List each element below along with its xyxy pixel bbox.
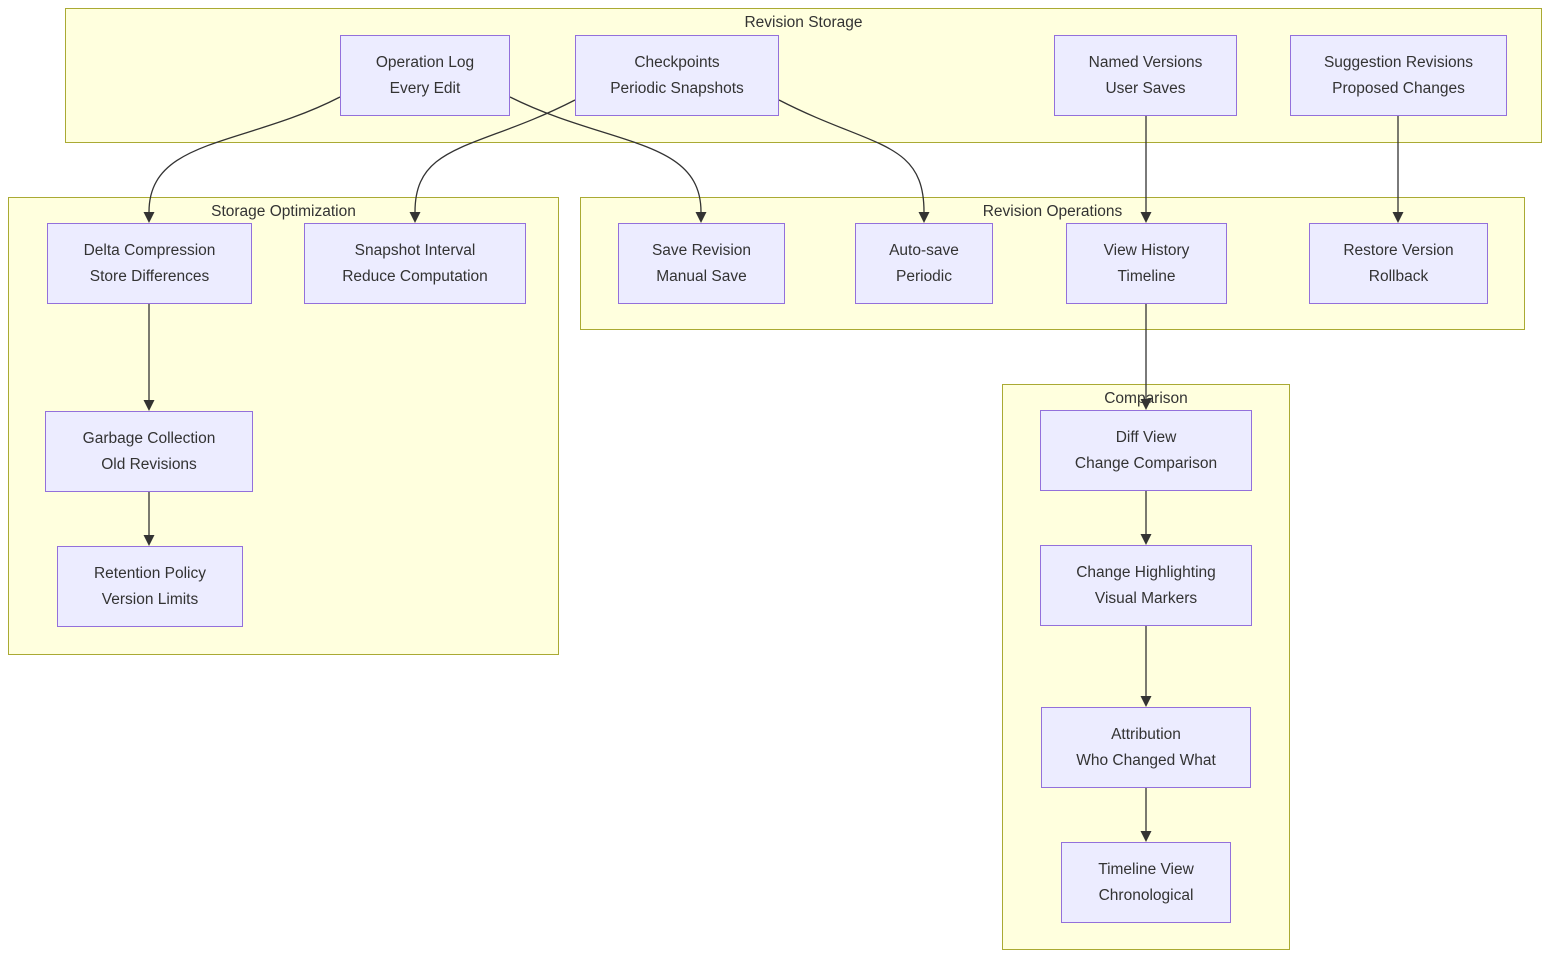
node-title: Suggestion Revisions [1323, 53, 1474, 71]
node-attribution: Attribution Who Changed What [1041, 707, 1251, 788]
node-restore-version: Restore Version Rollback [1309, 223, 1488, 304]
node-subtitle: Visual Markers [1094, 589, 1198, 607]
node-suggestion-revisions: Suggestion Revisions Proposed Changes [1290, 35, 1507, 116]
node-title: Restore Version [1343, 241, 1454, 259]
edge-checkpoints-to-snapshot-interval [409, 99, 576, 223]
node-subtitle: User Saves [1105, 79, 1186, 97]
node-title: Attribution [1111, 725, 1181, 743]
node-delta-compression: Delta Compression Store Differences [47, 223, 252, 304]
node-subtitle: Timeline [1117, 267, 1176, 285]
cluster-title-revision-storage: Revision Storage [744, 14, 863, 31]
node-title: Operation Log [375, 53, 475, 71]
node-retention-policy: Retention Policy Version Limits [57, 546, 243, 627]
node-subtitle: Rollback [1368, 267, 1429, 285]
node-subtitle: Periodic [896, 267, 952, 285]
node-title: Auto-save [889, 241, 959, 259]
node-subtitle: Every Edit [389, 79, 461, 97]
cluster-title-storage-optimization: Storage Optimization [211, 203, 356, 220]
node-subtitle: Reduce Computation [342, 267, 488, 285]
node-title: Retention Policy [93, 564, 206, 582]
node-title: Timeline View [1098, 860, 1194, 878]
node-garbage-collection: Garbage Collection Old Revisions [45, 411, 253, 492]
node-subtitle: Proposed Changes [1332, 79, 1465, 97]
node-title: Change Highlighting [1076, 563, 1216, 581]
node-title: Delta Compression [83, 241, 216, 259]
node-subtitle: Store Differences [89, 267, 210, 285]
node-named-versions: Named Versions User Saves [1054, 35, 1237, 116]
node-snapshot-interval: Snapshot Interval Reduce Computation [304, 223, 526, 304]
cluster-title-revision-operations: Revision Operations [982, 203, 1123, 220]
node-title: Named Versions [1088, 53, 1203, 71]
node-title: Diff View [1115, 428, 1177, 446]
node-title: View History [1103, 241, 1190, 259]
node-auto-save: Auto-save Periodic [855, 223, 993, 304]
node-subtitle: Old Revisions [101, 455, 197, 473]
node-diff-view: Diff View Change Comparison [1040, 410, 1252, 491]
node-title: Save Revision [651, 241, 752, 259]
node-operation-log: Operation Log Every Edit [340, 35, 510, 116]
node-subtitle: Version Limits [101, 590, 199, 608]
node-subtitle: Change Comparison [1074, 454, 1218, 472]
edge-operation-log-to-delta-compression [143, 96, 341, 223]
node-timeline-view: Timeline View Chronological [1061, 842, 1231, 923]
node-title: Snapshot Interval [354, 241, 476, 259]
node-subtitle: Periodic Snapshots [610, 79, 744, 97]
node-change-highlighting: Change Highlighting Visual Markers [1040, 545, 1252, 626]
node-save-revision: Save Revision Manual Save [618, 223, 785, 304]
node-subtitle: Who Changed What [1076, 751, 1216, 769]
node-title: Garbage Collection [82, 429, 216, 447]
node-view-history: View History Timeline [1066, 223, 1227, 304]
node-title: Checkpoints [634, 53, 720, 71]
node-checkpoints: Checkpoints Periodic Snapshots [575, 35, 779, 116]
node-subtitle: Chronological [1098, 886, 1194, 904]
edge-checkpoints-to-auto-save [778, 99, 930, 223]
node-subtitle: Manual Save [656, 267, 747, 285]
